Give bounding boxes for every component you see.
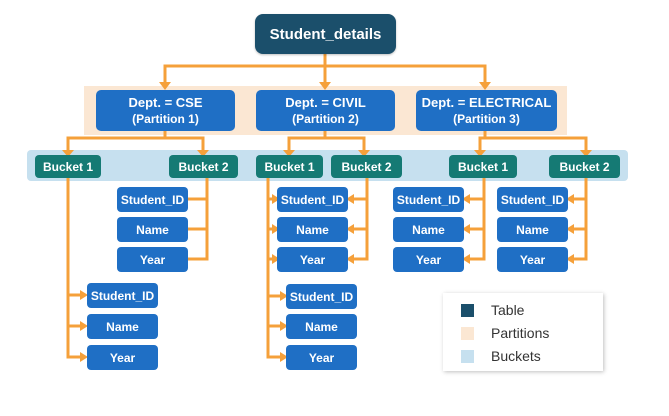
- field-label: Year: [519, 252, 546, 267]
- field-year: Year: [277, 247, 348, 272]
- field-label: Year: [415, 252, 442, 267]
- bucket-label: Bucket 1: [42, 159, 94, 174]
- field-student-id: Student_ID: [393, 187, 464, 212]
- legend-label: Buckets: [491, 348, 541, 364]
- field-label: Student_ID: [280, 192, 345, 207]
- partitions-swatch-icon: [461, 326, 474, 340]
- bucket-2-electrical: Bucket 2: [549, 155, 620, 178]
- field-label: Student_ID: [500, 192, 565, 207]
- legend-label: Partitions: [491, 325, 550, 341]
- field-label: Name: [412, 222, 445, 237]
- field-year: Year: [286, 345, 357, 370]
- field-label: Year: [299, 252, 326, 267]
- bucket-1-cse: Bucket 1: [35, 155, 101, 178]
- field-year: Year: [117, 247, 188, 272]
- field-label: Student_ID: [289, 289, 354, 304]
- buckets-band: [27, 150, 628, 181]
- table-student-details: Student_details: [255, 14, 396, 54]
- partition-electrical: Dept. = ELECTRICAL (Partition 3): [416, 90, 557, 131]
- field-student-id: Student_ID: [286, 284, 357, 309]
- table-label: Student_details: [269, 25, 382, 43]
- field-label: Year: [308, 350, 335, 365]
- bucket-label: Bucket 2: [559, 159, 610, 174]
- partition-label: Dept. = CSE: [128, 94, 203, 110]
- partition-sublabel: (Partition 1): [132, 111, 199, 126]
- field-year: Year: [87, 345, 158, 370]
- field-label: Year: [139, 252, 166, 267]
- field-name: Name: [497, 217, 568, 242]
- legend-item-table: Table: [461, 302, 524, 318]
- legend: Table Partitions Buckets: [443, 293, 603, 371]
- bucket-1-civil: Bucket 1: [256, 155, 323, 178]
- field-label: Name: [136, 222, 169, 237]
- field-label: Name: [106, 319, 139, 334]
- table-swatch-icon: [461, 303, 474, 317]
- legend-label: Table: [491, 302, 525, 318]
- field-student-id: Student_ID: [497, 187, 568, 212]
- bucket-label: Bucket 2: [178, 159, 229, 174]
- buckets-swatch-icon: [461, 349, 474, 363]
- partition-sublabel: (Partition 3): [453, 111, 520, 126]
- field-year: Year: [393, 247, 464, 272]
- field-label: Student_ID: [120, 192, 185, 207]
- field-student-id: Student_ID: [117, 187, 188, 212]
- field-name: Name: [117, 217, 188, 242]
- partition-cse: Dept. = CSE (Partition 1): [96, 90, 235, 131]
- field-label: Name: [305, 319, 338, 334]
- bucket-2-civil: Bucket 2: [331, 155, 402, 178]
- legend-item-partitions: Partitions: [461, 325, 549, 341]
- bucket-2-cse: Bucket 2: [169, 155, 238, 178]
- bucket-label: Bucket 1: [457, 159, 509, 174]
- partition-label: Dept. = ELECTRICAL: [421, 94, 552, 110]
- field-label: Student_ID: [396, 192, 461, 207]
- bucket-label: Bucket 2: [341, 159, 392, 174]
- partition-sublabel: (Partition 2): [292, 111, 359, 126]
- partition-civil: Dept. = CIVIL (Partition 2): [256, 90, 395, 131]
- bucket-label: Bucket 1: [264, 159, 315, 174]
- partition-label: Dept. = CIVIL: [285, 94, 366, 110]
- field-name: Name: [277, 217, 348, 242]
- bucket-1-electrical: Bucket 1: [449, 155, 517, 178]
- field-label: Year: [109, 350, 136, 365]
- field-label: Student_ID: [90, 288, 155, 303]
- field-year: Year: [497, 247, 568, 272]
- field-student-id: Student_ID: [277, 187, 348, 212]
- field-label: Name: [296, 222, 329, 237]
- field-label: Name: [516, 222, 549, 237]
- field-name: Name: [286, 314, 357, 339]
- legend-item-buckets: Buckets: [461, 348, 541, 364]
- field-name: Name: [393, 217, 464, 242]
- field-name: Name: [87, 314, 158, 339]
- field-student-id: Student_ID: [87, 283, 158, 308]
